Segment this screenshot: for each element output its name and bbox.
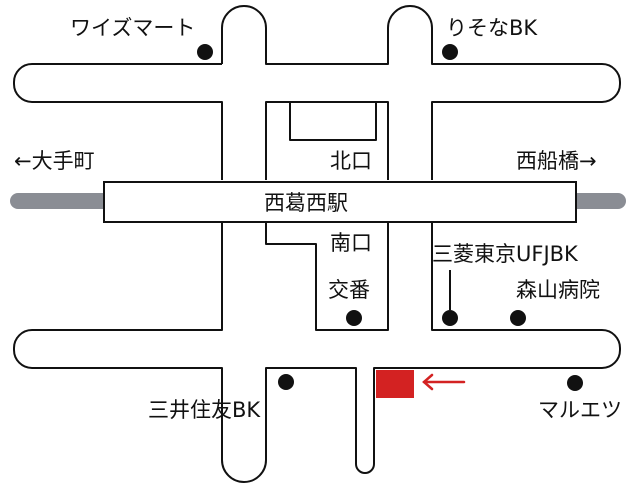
south-plaza-block — [265, 222, 389, 331]
north-plaza-block — [265, 101, 389, 180]
resona-label: りそなBK — [446, 16, 538, 40]
moriyama-hospital-label: 森山病院 — [516, 278, 600, 302]
north-exit-label: 北口 — [330, 149, 372, 173]
wise-mart-marker-icon — [197, 44, 213, 60]
south-road-outline — [13, 222, 621, 483]
moriyama-marker-icon — [510, 310, 526, 326]
maruetsu-marker-icon — [567, 375, 583, 391]
mufg-label: 三菱東京UFJBK — [432, 242, 579, 266]
north-road-outline — [13, 5, 621, 180]
mitsui-sumitomo-label: 三井住友BK — [148, 398, 261, 422]
destination-pointer-icon — [422, 373, 466, 391]
resona-marker-icon — [442, 44, 458, 60]
koban-label: 交番 — [328, 278, 370, 302]
otemachi-direction-label: ←大手町 — [14, 149, 95, 173]
station-building — [103, 181, 577, 223]
wise-mart-label: ワイズマート — [70, 16, 195, 40]
koban-marker-icon — [346, 310, 362, 326]
mitsui-sumitomo-marker-icon — [278, 374, 294, 390]
maruetsu-label: マルエツ — [538, 398, 622, 422]
station-name-label: 西葛西駅 — [264, 191, 348, 215]
south-exit-label: 南口 — [330, 231, 372, 255]
nishifunabashi-direction-label: 西船橋→ — [516, 149, 597, 173]
mufg-marker-icon — [442, 310, 458, 326]
destination-marker-icon — [376, 370, 414, 398]
